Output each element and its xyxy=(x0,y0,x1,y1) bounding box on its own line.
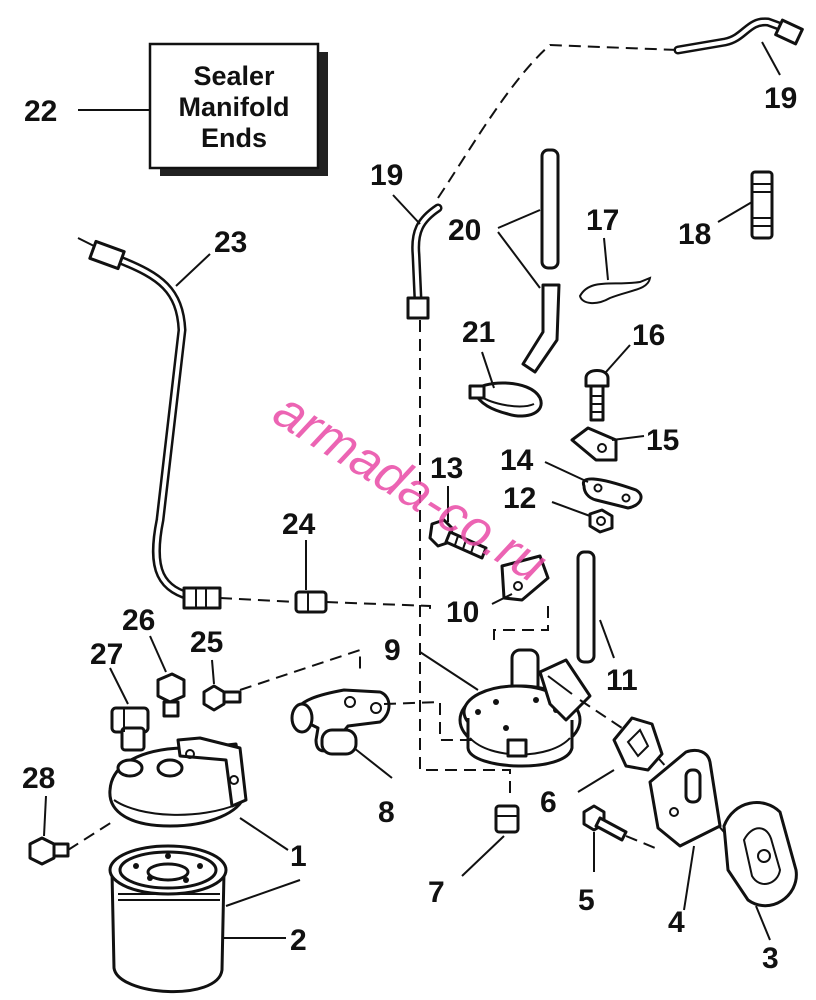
callout-5: 5 xyxy=(578,884,595,917)
hose-20 xyxy=(521,148,561,374)
callout-27: 27 xyxy=(90,638,123,671)
screw-28 xyxy=(28,836,70,866)
fitting-24 xyxy=(294,590,328,614)
callout-22: 22 xyxy=(24,95,57,128)
wire-tie-17 xyxy=(578,276,652,304)
callout-2: 2 xyxy=(290,924,307,957)
callout-12: 12 xyxy=(503,482,536,515)
clamp-21 xyxy=(468,381,543,418)
nut-12 xyxy=(588,508,614,534)
callout-4: 4 xyxy=(668,906,685,939)
screw-5 xyxy=(582,804,628,842)
callout-3: 3 xyxy=(762,942,779,975)
gasket-6 xyxy=(612,716,664,772)
callout-9: 9 xyxy=(384,634,401,667)
fuel-filter-2 xyxy=(108,844,228,994)
pipe-nipple-18 xyxy=(750,170,774,240)
fitting-7 xyxy=(494,804,520,834)
plug-26 xyxy=(156,672,186,718)
callout-13: 13 xyxy=(430,452,463,485)
hose-11 xyxy=(576,550,596,664)
callout-14: 14 xyxy=(500,444,534,477)
plate-4 xyxy=(648,748,722,848)
bracket-8 xyxy=(290,688,391,756)
callout-10: 10 xyxy=(446,596,479,629)
fuel-pump-9 xyxy=(458,648,592,768)
sealer-box-line-1: Sealer xyxy=(193,61,275,91)
callout-19-upper: 19 xyxy=(764,82,797,115)
callout-25: 25 xyxy=(190,626,223,659)
plate-14 xyxy=(581,477,643,510)
callout-8: 8 xyxy=(378,796,395,829)
bracket-10 xyxy=(500,554,550,602)
fuel-line-23 xyxy=(77,237,222,610)
screw-16 xyxy=(584,369,610,422)
callout-15: 15 xyxy=(646,424,679,457)
sealer-box-line-3: Ends xyxy=(201,123,267,153)
gasket-3 xyxy=(722,801,798,908)
elbow-27 xyxy=(110,706,150,752)
sealer-box: Sealer Manifold Ends xyxy=(148,42,328,176)
fuel-line-19-upper xyxy=(673,17,804,55)
screw-25 xyxy=(202,684,242,712)
callout-21: 21 xyxy=(462,316,495,349)
callout-23: 23 xyxy=(214,226,247,259)
callout-1: 1 xyxy=(290,840,307,873)
callout-24: 24 xyxy=(282,508,316,541)
sealer-box-line-2: Manifold xyxy=(179,92,290,122)
callout-16: 16 xyxy=(632,319,665,352)
callout-6: 6 xyxy=(540,786,557,819)
callout-18: 18 xyxy=(678,218,711,251)
callout-26: 26 xyxy=(122,604,155,637)
callout-28: 28 xyxy=(22,762,55,795)
filter-head-1 xyxy=(108,736,248,828)
callout-7: 7 xyxy=(428,876,445,909)
callout-11: 11 xyxy=(606,664,638,697)
bracket-15 xyxy=(570,426,618,462)
callout-17: 17 xyxy=(586,204,619,237)
callout-20: 20 xyxy=(448,214,481,247)
fuel-line-19-lower xyxy=(406,203,443,320)
bolt-13 xyxy=(428,518,488,560)
callout-19-lower: 19 xyxy=(370,159,403,192)
